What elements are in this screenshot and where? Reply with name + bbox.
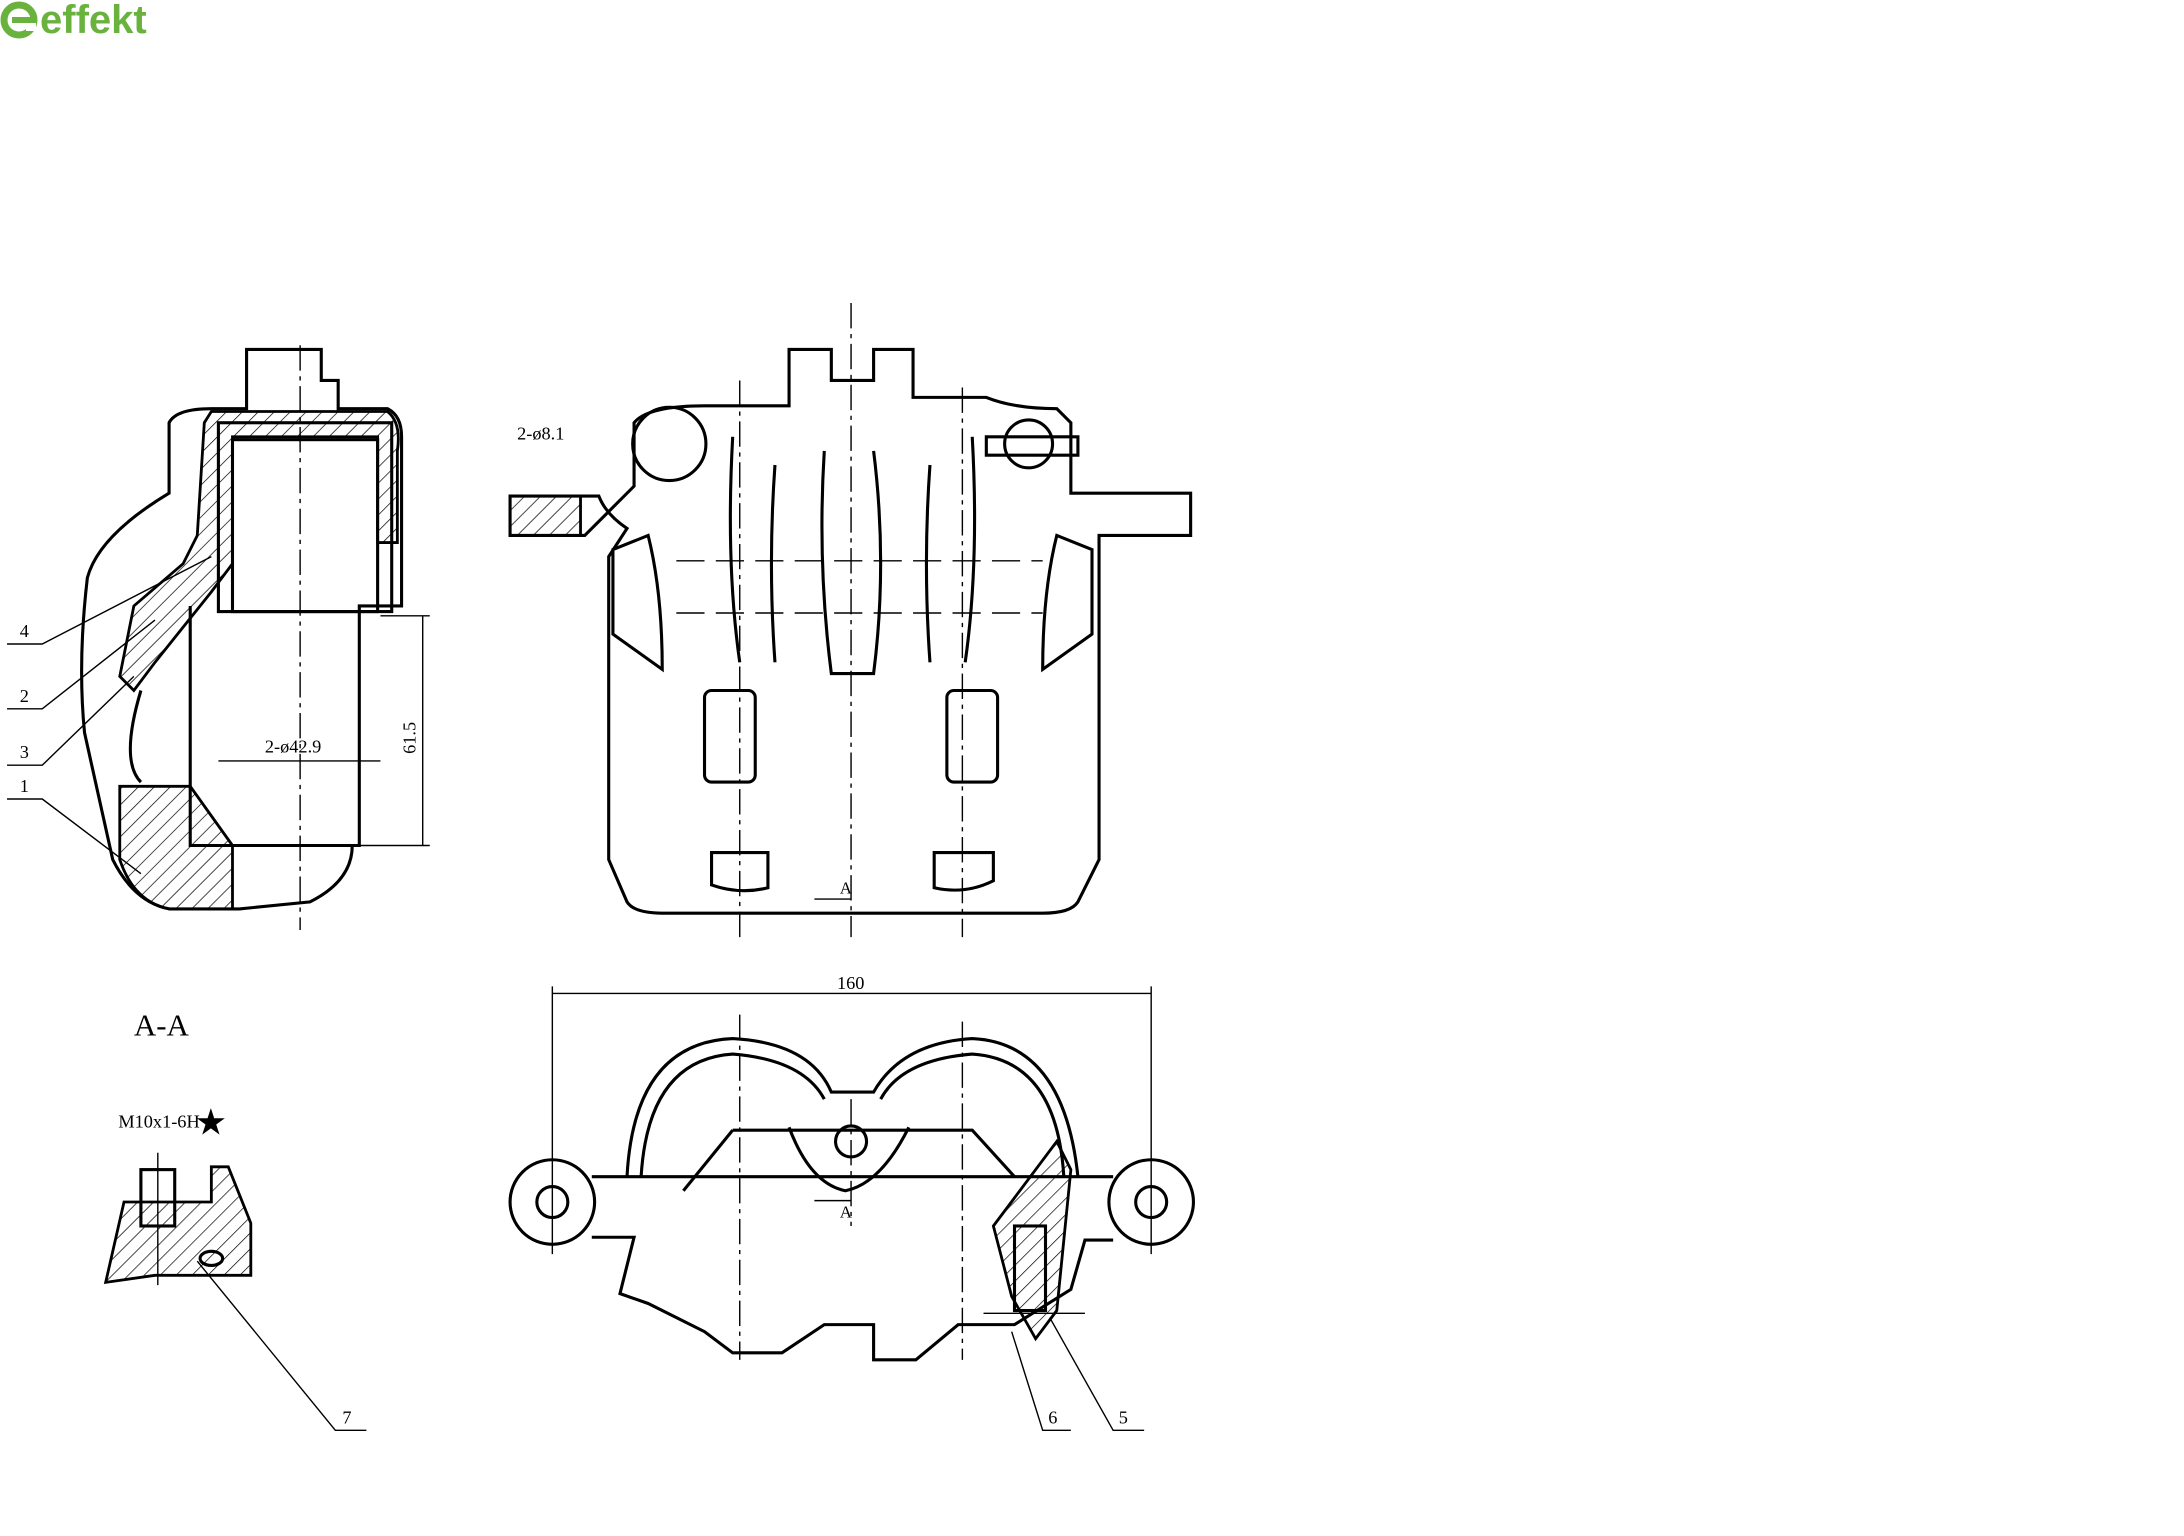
front-view: 2-ø8.1 A <box>508 302 1193 938</box>
section-mark-bottom: A <box>840 1203 853 1222</box>
dim-mount-holes: 2-ø8.1 <box>517 424 564 444</box>
thread-spec: M10x1-6H <box>118 1111 199 1131</box>
side-section-view: 2-ø42.9 61.5 4 2 3 1 <box>7 345 430 931</box>
logo-text: effekt <box>40 0 147 42</box>
callout-7: 7 <box>342 1407 351 1427</box>
callout-1: 1 <box>20 776 29 796</box>
callout-3: 3 <box>20 742 29 762</box>
logo-mark-icon <box>0 1 38 39</box>
dim-height: 61.5 <box>400 722 420 754</box>
callout-2: 2 <box>20 686 29 706</box>
section-mark-top: A <box>840 878 853 897</box>
callout-4: 4 <box>20 621 29 641</box>
section-title: A-A <box>134 1008 190 1043</box>
star-icon: ★ <box>194 1101 227 1142</box>
callout-5: 5 <box>1119 1407 1128 1427</box>
section-a-a: A-A M10x1-6H ★ 7 <box>103 1008 367 1432</box>
dim-width: 160 <box>837 973 864 993</box>
callout-6: 6 <box>1048 1407 1057 1427</box>
brand-logo: effekt <box>0 0 147 40</box>
bottom-view: 160 A 6 5 <box>508 973 1196 1432</box>
dim-piston-diameter: 2-ø42.9 <box>265 736 321 756</box>
